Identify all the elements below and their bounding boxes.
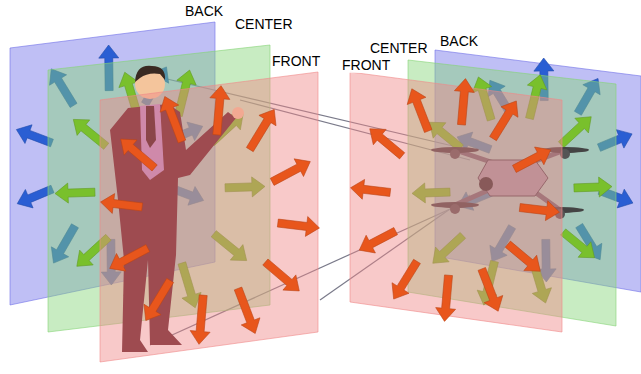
arrow <box>121 139 158 171</box>
arrow <box>505 241 540 271</box>
plane-label: FRONT <box>342 57 390 73</box>
arrow <box>512 147 550 172</box>
arrow <box>190 295 210 344</box>
arrow <box>55 183 95 203</box>
arrow <box>436 275 456 321</box>
arrow <box>210 86 230 135</box>
arrow <box>101 194 143 214</box>
arrow <box>359 228 397 253</box>
arrow <box>370 129 405 159</box>
arrow <box>277 217 319 237</box>
arrow <box>561 229 595 258</box>
front-plane <box>100 72 318 362</box>
arrow <box>351 179 391 199</box>
plane-label: CENTER <box>370 40 428 56</box>
arrow <box>558 117 591 148</box>
plane-label: BACK <box>185 3 223 19</box>
front-plane <box>350 72 562 332</box>
arrow <box>160 96 186 142</box>
arrow <box>519 201 559 221</box>
arrow <box>263 259 300 291</box>
arrow <box>270 159 310 186</box>
arrow <box>110 245 150 272</box>
arrow <box>478 268 503 312</box>
arrow <box>407 89 432 133</box>
plane-label: CENTER <box>235 16 293 32</box>
arrow <box>392 259 420 299</box>
arrow <box>574 177 612 197</box>
plane-label: BACK <box>440 33 478 49</box>
arrow <box>490 101 518 141</box>
plane-label: FRONT <box>272 53 320 69</box>
arrow <box>234 287 260 333</box>
arrow <box>246 109 276 151</box>
arrow <box>144 278 174 320</box>
arrow <box>454 79 474 125</box>
